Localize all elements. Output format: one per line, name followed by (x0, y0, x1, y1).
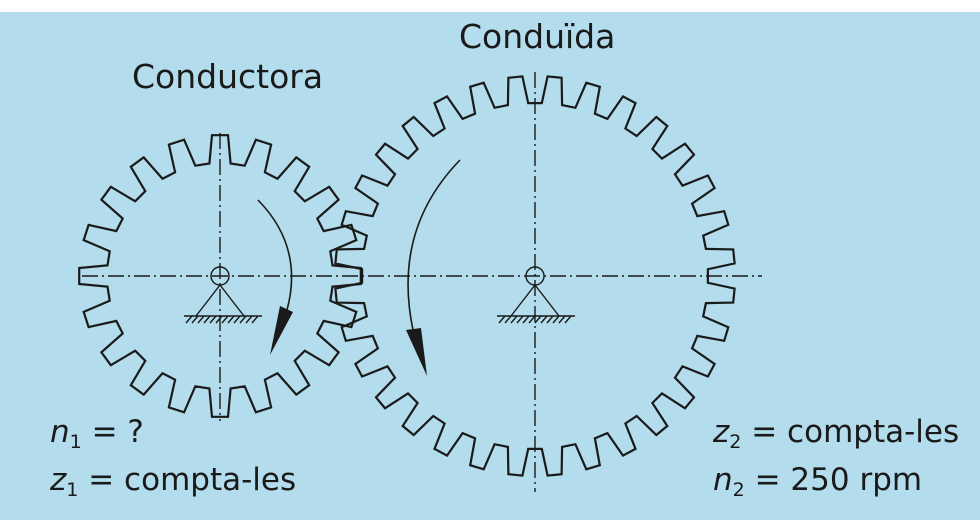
ground-hatch-line (239, 315, 247, 324)
ground-hatch-line (498, 315, 506, 324)
driven-gear (334, 75, 736, 477)
driven-speed-equation: n2 = 250 rpm (713, 462, 922, 501)
driven-teeth-equation: z2 = compta-les (712, 414, 959, 453)
driven-shaft-support-icon (497, 266, 575, 324)
ground-hatch-line (215, 315, 223, 324)
ground-hatch-line (534, 315, 542, 324)
driver-rotation-arrow (257, 199, 293, 355)
ground-hatch-line (516, 315, 524, 324)
ground-hatch-line (221, 315, 229, 324)
driver-speed-equation: n1 = ? (50, 414, 144, 453)
ground-hatch-line (546, 315, 554, 324)
ground-hatch-line (552, 315, 560, 324)
driven-rotation-arrow (406, 159, 461, 376)
ground-hatch-line (251, 315, 259, 324)
driver-gear (78, 134, 362, 418)
ground-hatch-line (522, 315, 530, 324)
ground-hatch-line (203, 315, 211, 324)
driver-shaft-support-icon (184, 266, 262, 324)
ground-hatch-line (197, 315, 205, 324)
ground-hatch-line (185, 315, 193, 324)
driven-gear-label: Conduïda (459, 17, 615, 56)
ground-hatch-line (528, 315, 536, 324)
ground-hatch-line (564, 315, 572, 324)
ground-hatch-line (227, 315, 235, 324)
driver-teeth-equation: z1 = compta-les (49, 462, 296, 501)
ground-hatch-line (245, 315, 253, 324)
ground-hatch-line (209, 315, 217, 324)
ground-hatch-line (540, 315, 548, 324)
ground-hatch-line (510, 315, 518, 324)
ground-hatch-line (558, 315, 566, 324)
driver-gear-label: Conductora (132, 57, 323, 96)
ground-hatch-line (191, 315, 199, 324)
ground-hatch-line (504, 315, 512, 324)
ground-hatch-line (233, 315, 241, 324)
